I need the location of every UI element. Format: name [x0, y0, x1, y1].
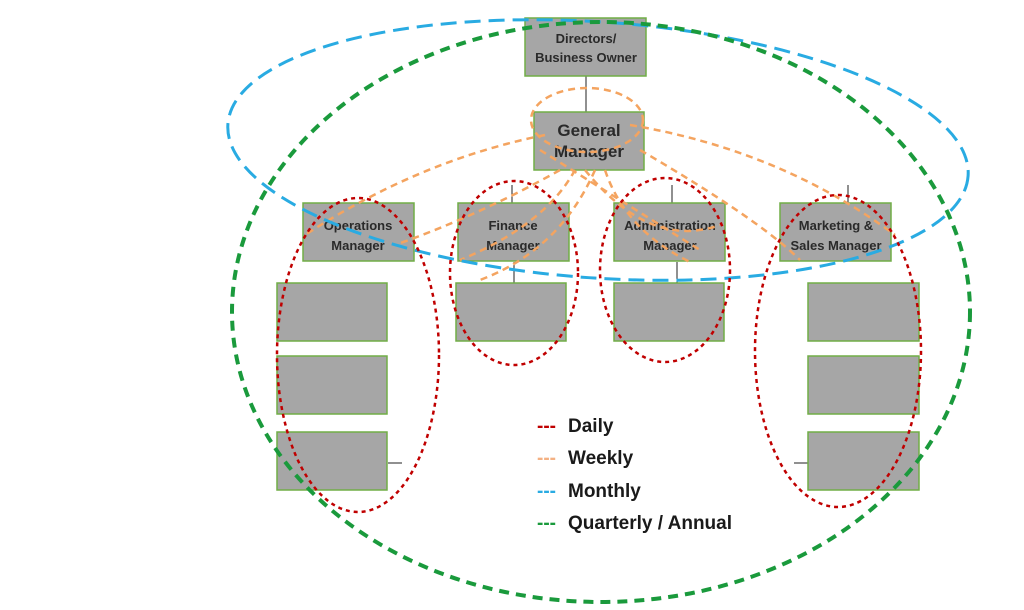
- daily-loop-marketing: [753, 193, 923, 509]
- legend: --- Daily --- Weekly --- Monthly --- Qua…: [537, 416, 732, 534]
- legend-label-daily: Daily: [568, 416, 614, 437]
- legend-dash-weekly: ---: [537, 448, 556, 469]
- marketing-sub-box-2: [807, 355, 920, 415]
- administration-label-line2: Manager: [643, 238, 696, 253]
- administration-label-line1: Administration: [624, 218, 716, 233]
- legend-item-daily: --- Daily: [537, 416, 614, 437]
- daily-loop-administration: [598, 176, 732, 364]
- operations-label-line2: Manager: [331, 238, 384, 253]
- monthly-loop: [226, 18, 970, 282]
- finance-sub-box: [455, 282, 567, 342]
- legend-dash-daily: ---: [537, 416, 556, 437]
- operations-sub-box-3: [276, 431, 388, 491]
- legend-item-weekly: --- Weekly: [537, 448, 634, 469]
- marketing-sub-box-1: [807, 282, 920, 342]
- weekly-curve-ops-return: [394, 168, 561, 247]
- operations-sub-box-1: [276, 282, 388, 342]
- legend-label-quarterly: Quarterly / Annual: [568, 513, 732, 534]
- quarterly-annual-loop: [230, 20, 972, 604]
- administration-sub-box: [613, 282, 725, 342]
- directors-label-line1: Directors/: [556, 31, 617, 46]
- weekly-loops: [304, 86, 896, 282]
- weekly-loop-top: [529, 86, 645, 154]
- legend-item-quarterly-annual: --- Quarterly / Annual: [537, 513, 732, 534]
- weekly-curve-admin: [603, 169, 691, 264]
- daily-loop-operations: [275, 196, 441, 514]
- legend-label-weekly: Weekly: [568, 448, 634, 469]
- marketing-label-line1: Marketing &: [799, 218, 873, 233]
- general-manager-label-line2: Manager: [554, 142, 624, 161]
- legend-dash-monthly: ---: [537, 481, 556, 502]
- weekly-curve-finance-return: [479, 169, 597, 282]
- weekly-curve-marketing: [629, 123, 896, 237]
- weekly-curve-admin-return: [584, 169, 721, 233]
- general-manager-box: General Manager: [533, 111, 645, 171]
- marketing-sub-box-3: [807, 431, 920, 491]
- finance-label-line2: Manager: [486, 238, 539, 253]
- operations-label-line1: Operations: [324, 218, 393, 233]
- daily-loops: [275, 176, 923, 514]
- directors-label-line2: Business Owner: [535, 50, 637, 65]
- marketing-label-line2: Sales Manager: [790, 238, 881, 253]
- legend-dash-quarterly: ---: [537, 513, 556, 534]
- weekly-curve-finance: [459, 169, 577, 262]
- finance-label-line1: Finance: [488, 218, 537, 233]
- daily-loop-finance: [448, 179, 580, 367]
- legend-label-monthly: Monthly: [568, 481, 641, 502]
- operations-sub-box-2: [276, 355, 388, 415]
- general-manager-label-line1: General: [557, 121, 620, 140]
- directors-box: Directors/ Business Owner: [524, 17, 647, 77]
- legend-item-monthly: --- Monthly: [537, 481, 641, 502]
